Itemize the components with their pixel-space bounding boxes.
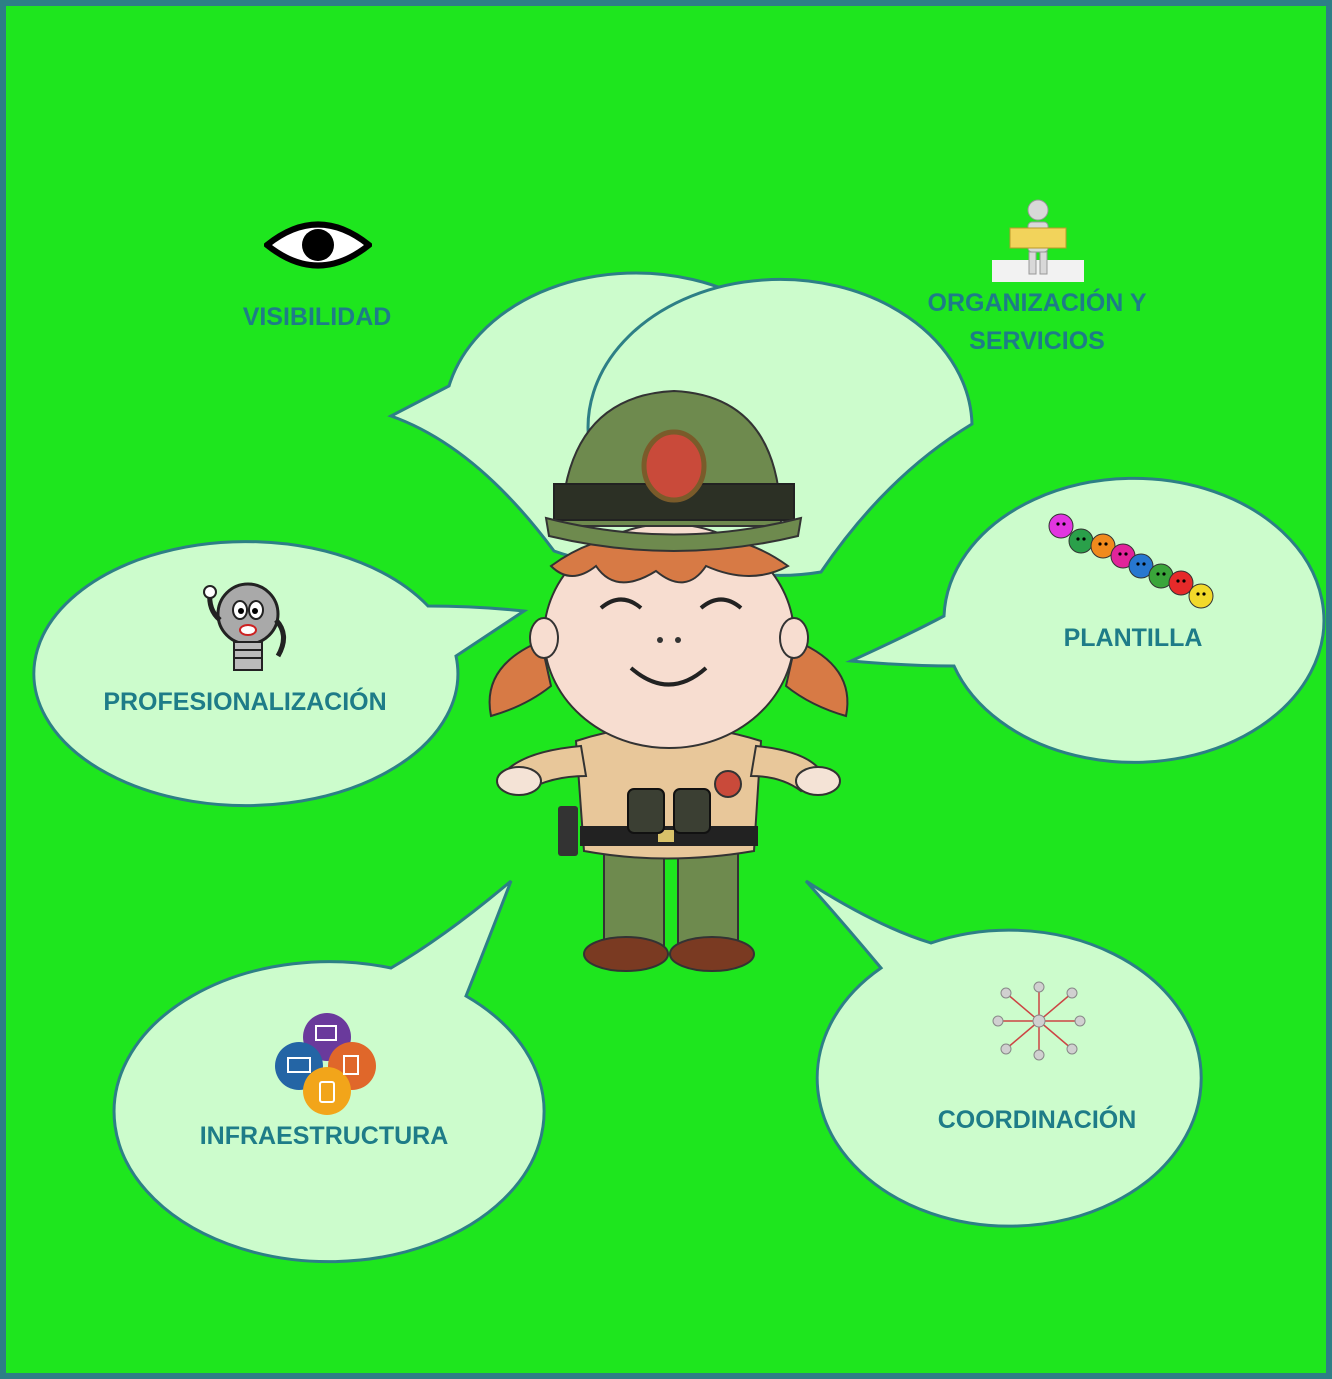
label-visibilidad: VISIBILIDAD — [242, 303, 392, 331]
forest-ranger-girl-illustration — [488, 389, 849, 972]
label-profesionalizacion: PROFESIONALIZACIÓN — [103, 688, 387, 716]
label-organizacion-line2: SERVICIOS — [969, 327, 1105, 355]
label-coordinacion: COORDINACIÓN — [937, 1106, 1137, 1134]
label-plantilla: PLANTILLA — [1063, 624, 1203, 652]
label-organizacion-y-servicios: ORGANIZACIÓN Y SERVICIOS — [897, 284, 1177, 360]
technology-circles-icon — [275, 1013, 376, 1115]
lightbulb-character-icon — [203, 582, 286, 671]
colorful-characters-row-icon — [1048, 513, 1214, 609]
label-organizacion-line1: ORGANIZACIÓN Y — [927, 289, 1147, 317]
eye-icon — [264, 221, 372, 269]
bubble-plantilla — [845, 476, 1326, 764]
network-people-icon — [992, 981, 1086, 1061]
label-infraestructura: INFRAESTRUCTURA — [199, 1122, 449, 1150]
bubble-profesionalizacion — [32, 540, 529, 808]
person-holding-sign-icon — [992, 199, 1084, 282]
